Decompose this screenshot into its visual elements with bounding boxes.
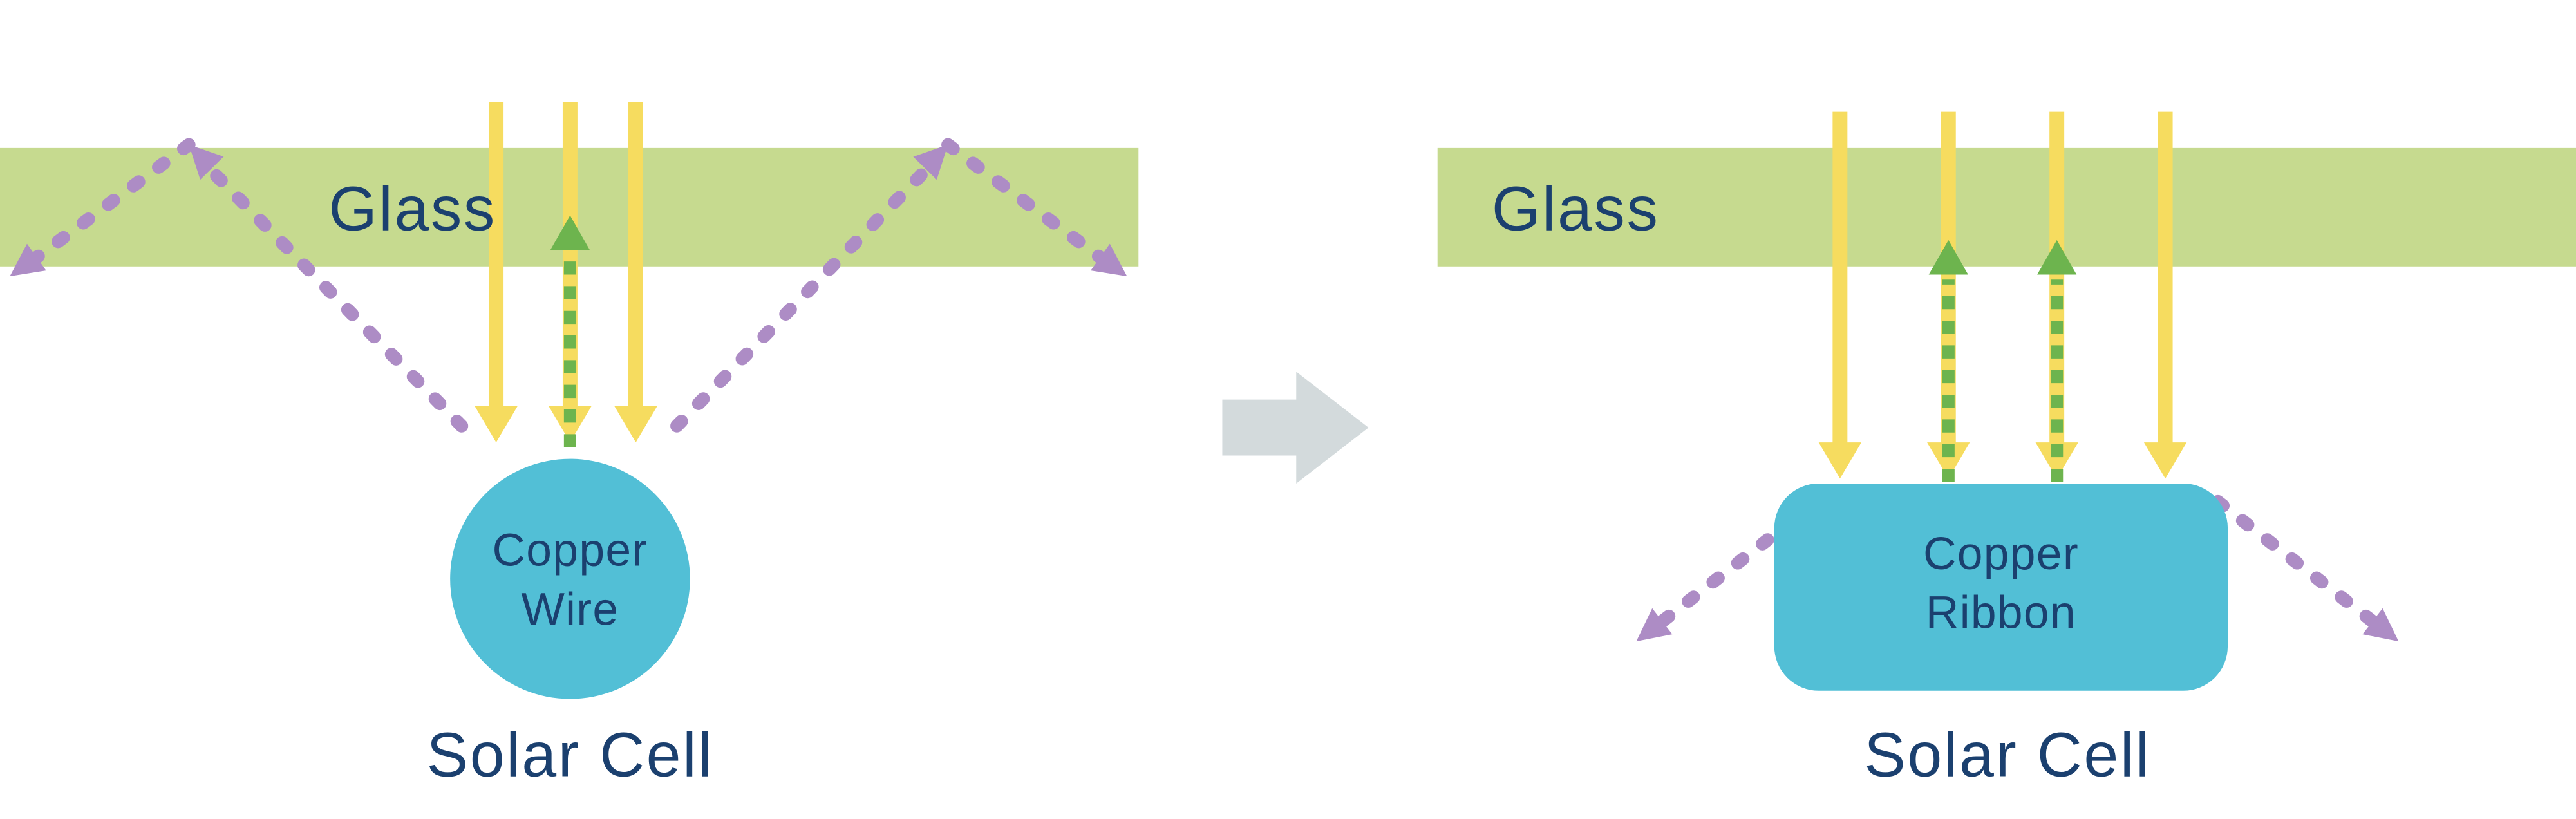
solar-cell-label-right: Solar Cell [1864, 720, 2151, 790]
reflected-arrowhead [550, 215, 590, 250]
copper-ribbon-label-line1: Copper [1923, 528, 2079, 579]
sunlight-arrowhead [2035, 442, 2078, 479]
sunlight-arrows-left [475, 102, 657, 443]
copper-wire-label-line2: Wire [521, 584, 619, 635]
transition-arrow-icon [1222, 372, 1369, 484]
sunlight-arrows-right [1818, 111, 2187, 479]
reflected-light-arrow-left [550, 215, 590, 447]
scattered-arrowhead [1091, 243, 1127, 277]
copper-ribbon-label-line2: Ribbon [1926, 587, 2076, 639]
sunlight-arrowhead [1927, 442, 1970, 479]
left-diagram: Glass Copper Wire Solar Cell [0, 102, 1139, 790]
sunlight-arrowhead [614, 406, 657, 443]
sunlight-arrowhead [2143, 442, 2187, 479]
reflected-light-arrows-right [1928, 240, 2077, 482]
copper-wire-shape [450, 458, 690, 699]
reflected-arrowhead [1928, 240, 1968, 275]
scattered-light-path-ribbon-right [2211, 494, 2399, 642]
scattered-light-path-right [670, 138, 1127, 433]
sunlight-arrowhead [1818, 442, 1862, 479]
sunlight-arrowhead [475, 406, 518, 443]
glass-label-left: Glass [328, 174, 496, 244]
glass-panel-right [1437, 147, 2576, 267]
right-diagram: Glass Copper Ribbon Solar Cell [1437, 111, 2576, 790]
scattered-ray [941, 138, 1113, 268]
reflected-arrowhead [2037, 240, 2077, 275]
scattered-arrowhead [913, 144, 948, 180]
scattered-arrowhead [10, 243, 46, 277]
scattered-arrowhead [2362, 608, 2399, 642]
scattered-ray [203, 162, 469, 433]
solar-cell-label-left: Solar Cell [427, 720, 714, 790]
scattered-light-path-left [10, 138, 469, 433]
scattered-ray [24, 138, 196, 268]
scattered-ray [2211, 494, 2384, 632]
scattered-ray [670, 162, 934, 433]
sunlight-arrowhead [549, 406, 592, 443]
scattered-arrowhead [189, 144, 224, 180]
copper-ribbon-shape [1774, 483, 2228, 691]
scattered-arrowhead [1636, 608, 1673, 642]
glass-label-right: Glass [1492, 174, 1660, 244]
copper-wire-label-line1: Copper [492, 525, 648, 576]
